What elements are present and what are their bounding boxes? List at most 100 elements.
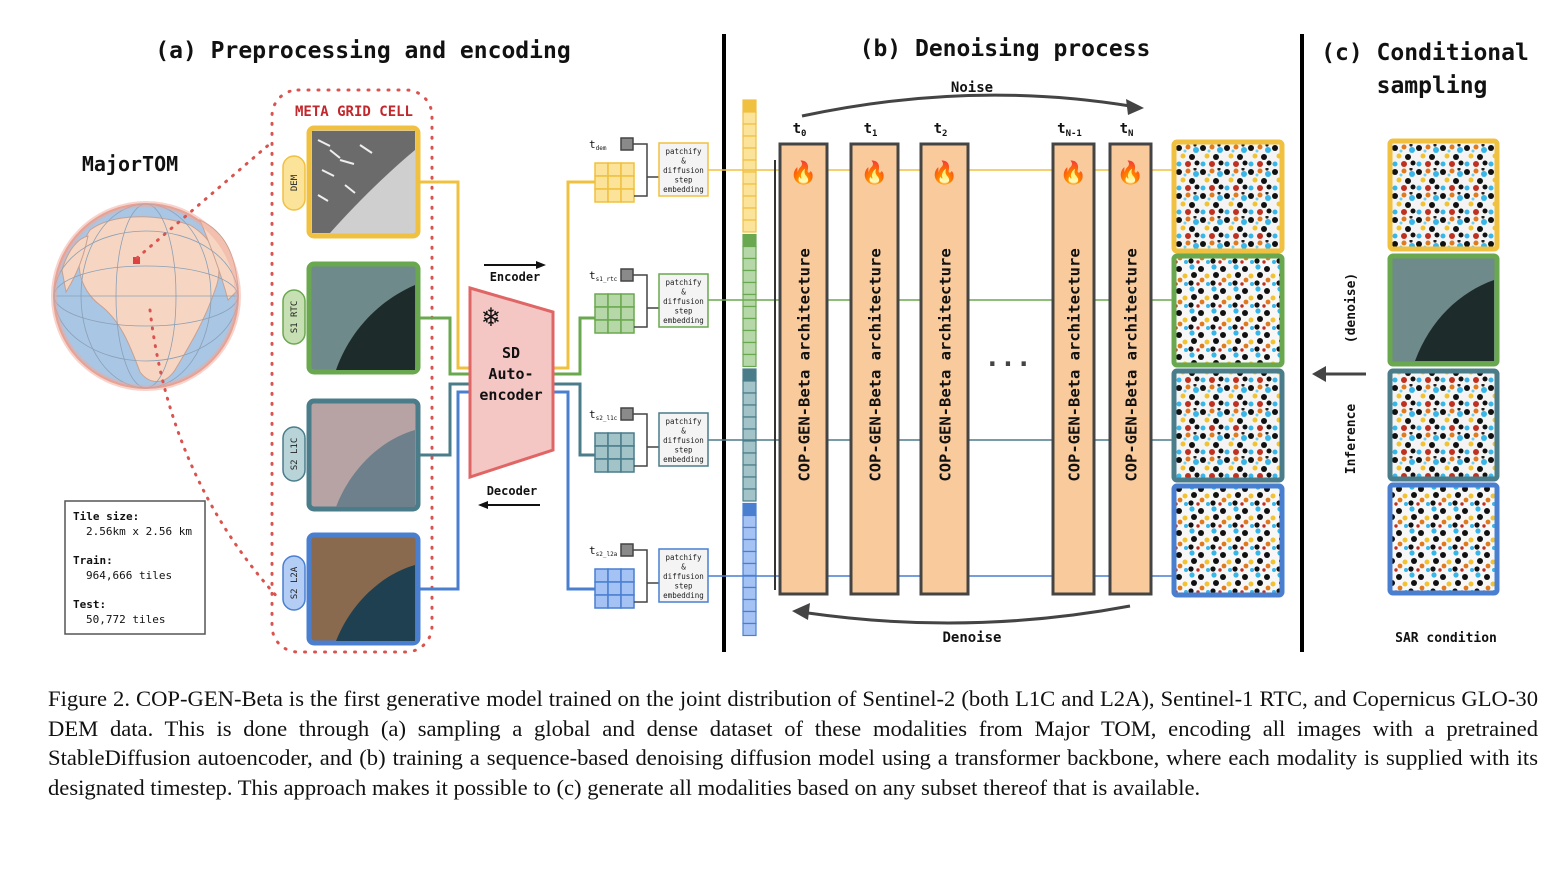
modality-label-s1-rtc: S1 RTC xyxy=(290,301,300,334)
token xyxy=(742,135,757,149)
token xyxy=(742,257,757,272)
modality-label-dem: DEM xyxy=(290,174,300,191)
figure-caption: Figure 2. COP-GEN-Beta is the first gene… xyxy=(48,686,1538,800)
denoise-label: Denoise xyxy=(942,630,1001,646)
latent-patch xyxy=(620,188,635,203)
patchify-box-text: patchify xyxy=(665,278,702,287)
flame-icon: 🔥 xyxy=(790,160,817,186)
patchify-box-text: step xyxy=(674,446,693,455)
conditional-samples xyxy=(1387,138,1500,596)
token xyxy=(742,440,757,454)
latent-patch xyxy=(594,175,609,190)
patchify-box-text: step xyxy=(674,176,693,185)
noisy-output-s1_rtc xyxy=(1171,253,1285,368)
token xyxy=(742,476,757,490)
denoiser-block-2: t2🔥COP-GEN-Beta architecture xyxy=(919,121,970,596)
latent-patch xyxy=(594,445,609,460)
latent-patch xyxy=(594,458,609,473)
generated-sample-dem xyxy=(1387,138,1500,252)
patchify-box-text: & xyxy=(681,427,686,436)
token xyxy=(742,269,757,284)
autoencoder-label-line1: SD xyxy=(502,344,520,362)
latent-patch xyxy=(607,293,622,308)
inference-arrow: (denoise) Inference xyxy=(1312,273,1366,474)
token xyxy=(742,219,757,233)
noisy-output-s2_l2a xyxy=(1171,483,1285,598)
token xyxy=(742,305,757,320)
latent-patch xyxy=(607,162,622,177)
patchify-box-text: embedding xyxy=(663,185,704,194)
token xyxy=(742,610,757,625)
token xyxy=(742,353,757,368)
patchify-box-text: patchify xyxy=(665,553,702,562)
latent-patch xyxy=(594,306,609,321)
latent-patch xyxy=(594,188,609,203)
ellipsis: ... xyxy=(985,343,1032,373)
timestep-2: t2 xyxy=(934,121,948,139)
sd-autoencoder: ❄ SD Auto- encoder xyxy=(468,286,555,480)
latent-patch xyxy=(594,581,609,596)
flame-icon: 🔥 xyxy=(861,160,888,186)
token xyxy=(742,99,757,113)
cop-gen-block xyxy=(849,142,900,596)
cop-gen-block xyxy=(778,142,829,596)
info-train-value: 964,666 tiles xyxy=(86,569,172,582)
latent-patch xyxy=(594,568,609,583)
timestep-label-s1_rtc: ts1_rtc xyxy=(589,269,618,283)
denoise-arrow: Denoise xyxy=(792,603,1131,646)
latent-patch xyxy=(620,293,635,308)
patchify-embedding-box-s2_l1c xyxy=(658,412,709,467)
inference-label: Inference xyxy=(1344,404,1359,475)
token xyxy=(742,380,757,394)
token xyxy=(742,598,757,613)
decoder-label: Decoder xyxy=(487,484,538,498)
sar-coastline xyxy=(1415,280,1494,361)
token xyxy=(742,562,757,577)
denoise-paren-label: (denoise) xyxy=(1344,273,1359,343)
latent-patch xyxy=(620,458,635,473)
flame-icon: 🔥 xyxy=(1117,160,1144,186)
modality-tile-dem: DEM xyxy=(282,125,421,239)
dataset-name: MajorTOM xyxy=(82,152,178,176)
timestep-label-dem: tdem xyxy=(589,138,607,152)
token xyxy=(742,488,757,502)
modality-tile-s1-rtc: S1 RTC xyxy=(282,261,421,375)
token xyxy=(742,586,757,601)
latent-patch xyxy=(594,594,609,609)
latent-patch xyxy=(620,162,635,177)
noisy-outputs xyxy=(1171,139,1285,598)
token xyxy=(742,111,757,125)
denoiser-blocks: t0🔥COP-GEN-Beta architecturet1🔥COP-GEN-B… xyxy=(778,121,1153,596)
info-tile-size-value: 2.56km x 2.56 km xyxy=(86,525,192,538)
patchify-box-text: diffusion xyxy=(663,166,704,175)
timestep-4: tN xyxy=(1120,121,1134,139)
token xyxy=(742,195,757,209)
noisy-output-s2_l1c xyxy=(1171,368,1285,483)
section-a-title: (a) Preprocessing and encoding xyxy=(155,38,570,64)
token xyxy=(742,392,757,406)
section-b-title: (b) Denoising process xyxy=(860,36,1151,62)
latent-patch xyxy=(607,458,622,473)
latent-patch xyxy=(607,568,622,583)
timestep-box-s2_l1c xyxy=(620,407,634,421)
patchify-box-text: diffusion xyxy=(663,436,704,445)
patchify-box-text: & xyxy=(681,157,686,166)
latent-patch xyxy=(607,581,622,596)
cop-gen-block xyxy=(919,142,970,596)
patchify-box-text: embedding xyxy=(663,455,704,464)
patchify-box-text: & xyxy=(681,288,686,297)
globe-icon xyxy=(51,201,241,391)
block-label: COP-GEN-Beta architecture xyxy=(1123,248,1141,481)
info-train-label: Train: xyxy=(73,554,113,567)
latent-patch xyxy=(620,306,635,321)
timestep-label-s2_l1c: ts2_l1c xyxy=(589,408,618,422)
generated-sample-s2_l1c xyxy=(1387,368,1500,482)
token xyxy=(742,416,757,430)
token xyxy=(742,329,757,344)
token-sequence xyxy=(742,99,757,637)
patchify-box-text: step xyxy=(674,307,693,316)
denoiser-block-0: t0🔥COP-GEN-Beta architecture xyxy=(778,121,829,596)
